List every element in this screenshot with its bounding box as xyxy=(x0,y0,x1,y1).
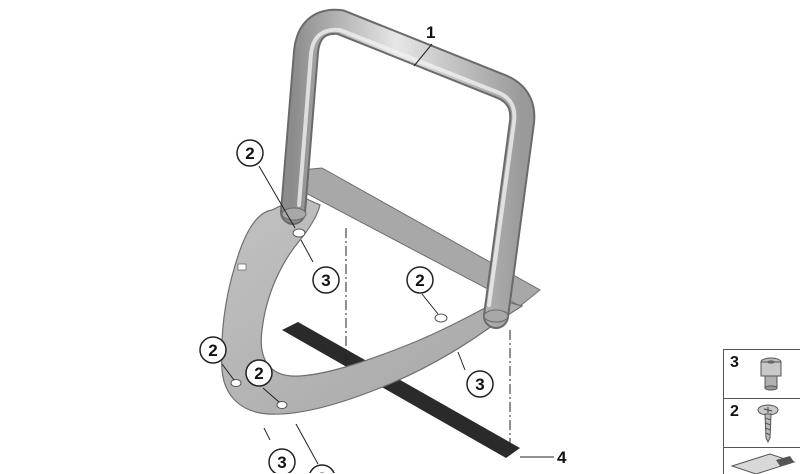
callout-label: 2 xyxy=(415,271,424,290)
callout-label: 4 xyxy=(557,448,567,467)
pan-head-screw-icon xyxy=(757,404,779,444)
plate-hole xyxy=(292,228,306,238)
assembly-lines xyxy=(345,228,511,452)
tube-end xyxy=(483,309,509,323)
socket-screw-icon xyxy=(760,357,782,391)
callout-3b: 3 xyxy=(466,370,494,398)
callout-3d: 3 xyxy=(309,464,335,473)
callout-1: 1 xyxy=(426,23,435,42)
legend-number: 2 xyxy=(730,403,739,420)
callout-label: 3 xyxy=(277,453,286,472)
callout-label: 2 xyxy=(254,364,263,383)
callout-label: 2 xyxy=(245,144,254,163)
callout-2c: 2 xyxy=(199,336,227,364)
callout-4: 4 xyxy=(557,448,567,467)
legend-number: 3 xyxy=(730,354,739,371)
callout-label: 3 xyxy=(475,375,484,394)
tube-end xyxy=(281,207,307,221)
callout-2b: 2 xyxy=(406,266,434,294)
callout-label: 1 xyxy=(426,23,435,42)
callout-2d: 2 xyxy=(245,359,273,387)
plate-notch xyxy=(237,263,247,271)
plate-hole xyxy=(230,379,242,387)
callout-label: 3 xyxy=(321,271,330,290)
plate-hole xyxy=(434,313,448,323)
callout-label: 3 xyxy=(317,469,326,473)
legend-row-screw-pan: 2 xyxy=(724,399,800,448)
parts-legend: 3 2 xyxy=(723,349,800,474)
shim-icon xyxy=(730,453,796,474)
legend-row-screw-socket: 3 xyxy=(724,350,800,399)
callout-label: 2 xyxy=(208,341,217,360)
rubber-pad xyxy=(282,322,520,458)
callout-3c: 3 xyxy=(268,448,296,473)
tube-handle xyxy=(282,10,534,327)
leader-lines xyxy=(221,43,554,465)
callout-3a: 3 xyxy=(312,266,340,294)
plate-hole xyxy=(276,401,288,409)
legend-row-shim xyxy=(724,448,800,474)
callout-2a: 2 xyxy=(236,139,264,167)
